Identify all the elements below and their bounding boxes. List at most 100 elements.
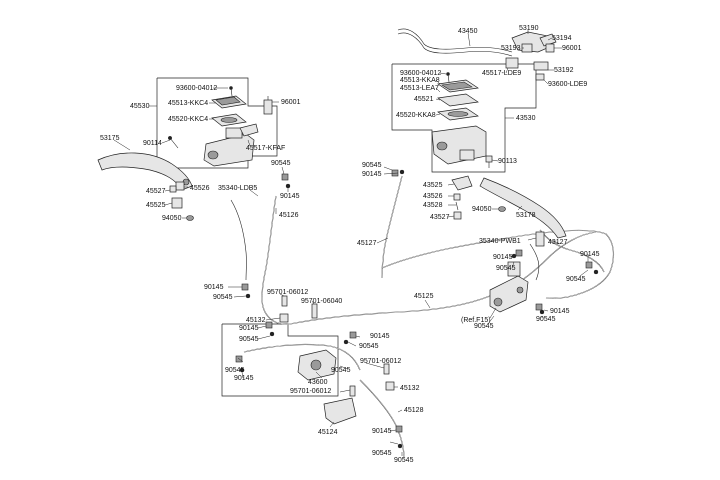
label-43127: 43127 <box>548 239 568 246</box>
label-90545-l: 90545 <box>536 316 556 323</box>
switch-96001-right <box>545 43 555 53</box>
label-45513-lea7: 45513-LEA7 <box>400 85 439 92</box>
cable-43450 <box>397 28 513 57</box>
label-90145-a: 90145 <box>280 193 300 200</box>
fitting-95701-06012-c <box>383 363 390 375</box>
switch-35340-pwb1 <box>535 231 545 247</box>
label-96001-left: 96001 <box>281 99 301 106</box>
label-93600-04012-left: 93600-04012 <box>176 85 217 92</box>
label-43527: 43527 <box>430 214 450 221</box>
label-53192: 53192 <box>554 67 574 74</box>
label-90545-m: 90545 <box>362 162 382 169</box>
label-90545-g: 90545 <box>372 450 392 457</box>
label-45521: 45521 <box>414 96 434 103</box>
hose-45125 <box>289 231 597 325</box>
washer-94050-left <box>186 215 194 221</box>
bolt-90113 <box>485 155 493 168</box>
label-43600: 43600 <box>308 379 328 386</box>
fitting-95701-06012-b <box>349 385 356 397</box>
label-90545-d: 90545 <box>225 367 245 374</box>
nut-45526 <box>175 181 185 191</box>
label-90545-f: 90545 <box>331 367 351 374</box>
diaphragm-45520-kka8 <box>437 107 479 121</box>
label-90145-j: 90145 <box>362 171 382 178</box>
screw-93600-04012-right <box>446 72 450 83</box>
label-94050-right: 94050 <box>472 206 492 213</box>
label-90545-k: 90545 <box>566 276 586 283</box>
label-90145-b: 90145 <box>204 284 224 291</box>
label-53194: 53194 <box>552 35 572 42</box>
bolt-90114 <box>167 135 179 149</box>
lever-53178 <box>479 177 567 239</box>
spring-45527 <box>169 185 177 193</box>
label-90545-i: 90545 <box>474 323 494 330</box>
label-90145-e: 90145 <box>370 333 390 340</box>
leader-lines <box>113 30 589 456</box>
screw-93600-lde9 <box>535 73 545 81</box>
label-43450: 43450 <box>458 28 478 35</box>
label-43526: 43526 <box>423 193 443 200</box>
label-45513-kkc4: 45513-KKC4 <box>168 100 208 107</box>
label-90145-i: 90145 <box>550 308 570 315</box>
label-90545-b: 90545 <box>213 294 233 301</box>
fitting-90545-90145-i <box>535 303 545 315</box>
label-45125: 45125 <box>414 293 434 300</box>
label-45513-kka8: 45513-KKA8 <box>400 77 440 84</box>
fitting-90145-90545-e <box>343 331 357 345</box>
label-45517-lde9: 45517-LDE9 <box>482 70 521 77</box>
label-45525: 45525 <box>146 202 166 209</box>
label-43525: 43525 <box>423 182 443 189</box>
fitting-90145-90545-c <box>265 321 275 337</box>
label-90545-e: 90545 <box>359 343 379 350</box>
part-labels: 93600-04012 45513-KKC4 45530 45520-KKC4 … <box>100 25 600 464</box>
label-45127: 45127 <box>357 240 377 247</box>
hose-45127 <box>381 175 403 279</box>
label-35340-ldb5: 35340-LDB5 <box>218 185 257 192</box>
label-53178: 53178 <box>516 212 536 219</box>
fitting-90545-90145-g <box>511 249 523 259</box>
hose-45128 <box>359 379 405 459</box>
label-90145-c: 90145 <box>239 325 259 332</box>
label-45126: 45126 <box>279 212 299 219</box>
label-90145-d: 90145 <box>234 375 254 382</box>
label-45124: 45124 <box>318 429 338 436</box>
spring-43526 <box>453 193 461 201</box>
holder-45517-lde9 <box>505 57 519 69</box>
hose-upper-return <box>381 229 615 299</box>
hose-left-to-valve <box>261 297 291 325</box>
label-43530: 43530 <box>516 115 536 122</box>
label-90145-h: 90145 <box>580 251 600 258</box>
label-93600-lde9: 93600-LDE9 <box>548 81 587 88</box>
hose-caliper-lower <box>243 343 361 371</box>
bracket-45525 <box>171 197 183 209</box>
label-45530: 45530 <box>130 103 150 110</box>
clamp-45132-b <box>385 381 395 391</box>
fitting-90145-90545-h <box>585 261 599 275</box>
label-35340-pwb1: 35340-PWB1 <box>479 238 521 245</box>
brake-valve-assembly <box>489 261 529 313</box>
label-45132-a: 45132 <box>246 317 266 324</box>
switch-96001-left <box>263 96 273 115</box>
diaphragm-45520-kkc4 <box>211 113 247 127</box>
hose-45126 <box>261 195 277 299</box>
label-90114: 90114 <box>143 140 162 147</box>
label-90545-j: 90545 <box>496 265 516 272</box>
label-90545-h: 90545 <box>394 457 414 464</box>
label-96001-right: 96001 <box>562 45 582 52</box>
bracket-45124 <box>323 397 357 425</box>
master-cylinder-right <box>431 125 487 165</box>
label-45517-kfaf: 45517-KFAF <box>246 145 285 152</box>
label-90145-f: 90145 <box>372 428 392 435</box>
label-45132-b: 45132 <box>400 385 420 392</box>
caliper-43600 <box>297 349 337 381</box>
plate-45521 <box>437 93 479 107</box>
screw-93600-04012-left <box>229 86 233 97</box>
label-90545-c: 90545 <box>239 336 259 343</box>
fitting-95701-06040 <box>311 303 318 319</box>
label-95701-06040: 95701-06040 <box>301 298 342 305</box>
label-93600-04012-right: 93600-04012 <box>400 70 441 77</box>
label-53175: 53175 <box>100 135 120 142</box>
label-95701-06012-b: 95701-06012 <box>290 388 331 395</box>
reservoir-cap-45513-kkc4 <box>211 95 247 109</box>
left-master-cylinder-group-box <box>156 77 278 169</box>
